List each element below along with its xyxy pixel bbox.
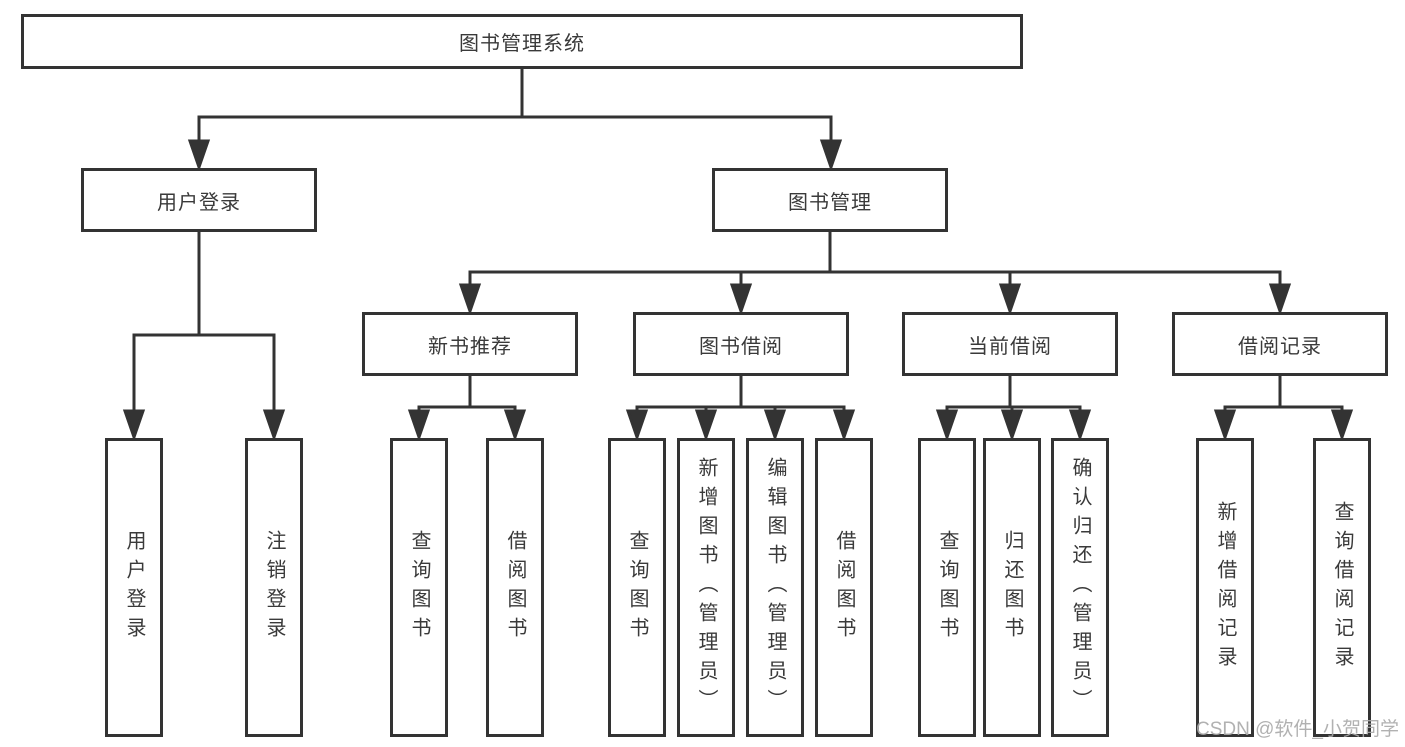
arrowhead [625,409,649,442]
arrowhead [694,409,718,442]
leaf-add-borrow-record-label: 新增借阅记录 [1214,500,1236,675]
leaf-logout-label: 注销登录 [263,529,285,646]
arrowhead [729,283,753,316]
node-book-borrow-label: 图书借阅 [699,335,783,358]
arrowhead [262,409,286,442]
arrowhead [998,283,1022,316]
node-root-label: 图书管理系统 [459,33,585,55]
arrowhead [407,409,431,442]
leaf-confirm-return-admin: 确认归还（管理员） [1051,438,1109,737]
leaf-query-borrow-record: 查询借阅记录 [1313,438,1371,737]
leaf-confirm-return-admin-label: 确认归还（管理员） [1069,457,1091,718]
arrowhead [819,139,843,172]
leaf-edit-book-admin: 编辑图书（管理员） [746,438,804,737]
arrowhead [1213,409,1237,442]
leaf-borrow-books-label: 借阅图书 [833,529,855,646]
leaf-add-book-admin: 新增图书（管理员） [677,438,735,737]
arrowhead [763,409,787,442]
node-root: 图书管理系统 [21,14,1023,69]
leaf-query-books-recommend: 查询图书 [390,438,448,737]
connector-current-borrow-to-leaves [935,374,1092,442]
connector-user-login-to-leaves [122,230,286,442]
node-book-management-label: 图书管理 [788,191,872,214]
arrowhead [122,409,146,442]
leaf-user-login: 用户登录 [105,438,163,737]
node-book-borrow: 图书借阅 [633,312,849,376]
connector-book-borrow-to-leaves [625,374,856,442]
arrowhead [1330,409,1354,442]
node-current-borrow-label: 当前借阅 [968,335,1052,358]
arrowhead [1268,283,1292,316]
leaf-query-books-current-label: 查询图书 [936,529,958,646]
node-user-login-label: 用户登录 [157,191,241,214]
arrowhead [458,283,482,316]
node-new-book-recommend: 新书推荐 [362,312,578,376]
node-current-borrow: 当前借阅 [902,312,1118,376]
leaf-return-book-label: 归还图书 [1001,529,1023,646]
leaf-add-borrow-record: 新增借阅记录 [1196,438,1254,737]
arrowhead [187,139,211,172]
connector-new-book-recommend-to-leaves [407,374,527,442]
leaf-borrow-books-recommend: 借阅图书 [486,438,544,737]
leaf-query-borrow-record-label: 查询借阅记录 [1331,500,1353,675]
leaf-query-books-recommend-label: 查询图书 [408,529,430,646]
watermark: CSDN @软件_小贺同学 [1196,719,1399,740]
leaf-logout: 注销登录 [245,438,303,737]
arrowhead [503,409,527,442]
node-borrow-records-label: 借阅记录 [1238,335,1322,358]
leaf-borrow-books-recommend-label: 借阅图书 [504,529,526,646]
arrowhead [1000,409,1024,442]
arrowhead [832,409,856,442]
leaf-borrow-books: 借阅图书 [815,438,873,737]
leaf-edit-book-admin-label: 编辑图书（管理员） [764,457,786,718]
leaf-add-book-admin-label: 新增图书（管理员） [695,457,717,718]
node-book-management: 图书管理 [712,168,948,232]
leaf-user-login-label: 用户登录 [123,529,145,646]
leaf-return-book: 归还图书 [983,438,1041,737]
arrowhead [1068,409,1092,442]
connector-borrow-records-to-leaves [1213,374,1354,442]
connector-book-management-to-level2 [458,230,1292,316]
node-new-book-recommend-label: 新书推荐 [428,335,512,358]
connector-root-to-level1 [187,66,843,172]
node-user-login: 用户登录 [81,168,317,232]
leaf-query-books-borrow-label: 查询图书 [626,529,648,646]
node-borrow-records: 借阅记录 [1172,312,1388,376]
arrowhead [935,409,959,442]
leaf-query-books-borrow: 查询图书 [608,438,666,737]
leaf-query-books-current: 查询图书 [918,438,976,737]
